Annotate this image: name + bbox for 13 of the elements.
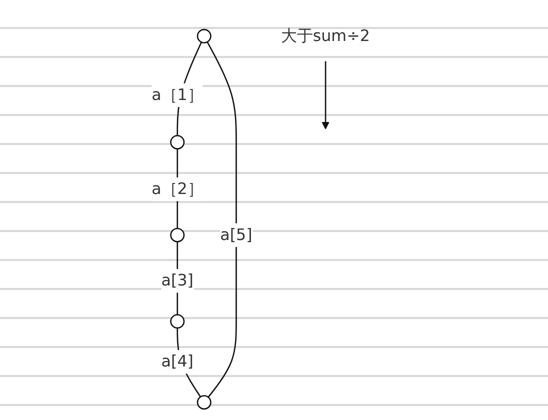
leader-arrow: [322, 61, 330, 130]
circle-node: [196, 28, 212, 44]
circle-node: [170, 314, 185, 329]
circle-node: [170, 228, 185, 242]
edge-label: a[5]: [220, 226, 252, 244]
edge-label: a[3]: [161, 272, 194, 290]
edge-label: a[4]: [161, 352, 194, 372]
connector-line: [206, 42, 237, 398]
circle-node: [196, 395, 212, 410]
note-text: 大于sum÷2: [281, 26, 370, 46]
circle-node: [170, 134, 185, 150]
edge-label: a［1］: [152, 86, 204, 104]
edge-label: a［2］: [152, 180, 204, 199]
